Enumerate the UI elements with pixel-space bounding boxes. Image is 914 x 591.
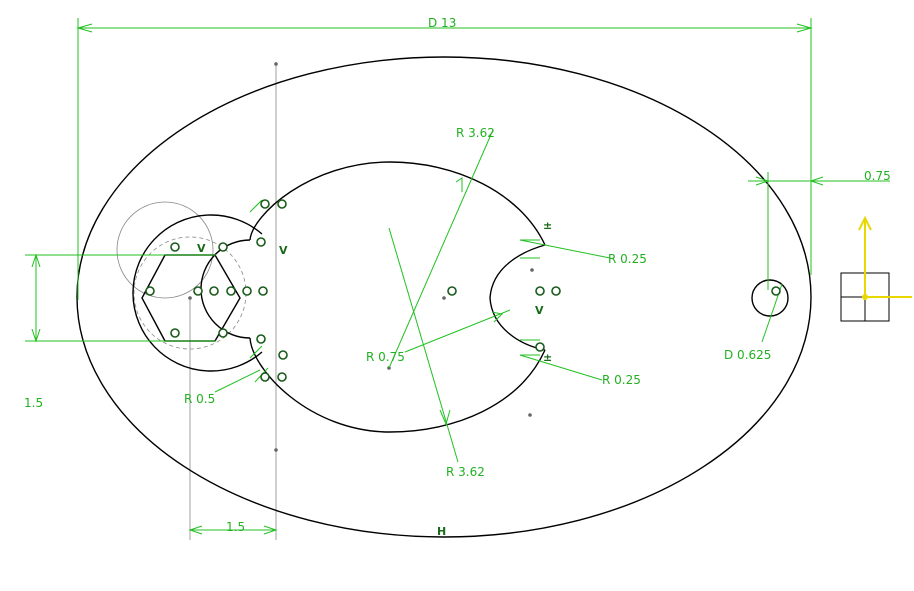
left-boss-profile[interactable] — [132, 214, 263, 372]
dim-overall-width[interactable]: D 13 — [428, 16, 456, 30]
dim-big-radius-bottom[interactable]: R 3.62 — [446, 465, 485, 479]
center-point — [530, 268, 534, 272]
outer-ellipse-profile[interactable] — [76, 56, 812, 538]
center-point — [188, 296, 192, 300]
fix-constraint: ± — [543, 351, 552, 364]
sketch-point[interactable] — [145, 286, 155, 296]
dim-notch-radius-top[interactable]: R 0.25 — [608, 252, 647, 266]
horizontal-constraint: H — [437, 525, 446, 538]
dim-bottom-offset[interactable]: 1.5 — [226, 520, 245, 534]
vertical-constraint: V — [279, 244, 288, 257]
sketch-point[interactable] — [277, 199, 287, 209]
constraint-symbols: H V V V ± ± — [197, 219, 552, 538]
dimension-lines — [25, 18, 890, 535]
dimension-labels: D 13 0.75 D 0.625 R 3.62 R 3.62 R 0.25 R… — [24, 16, 891, 534]
dim-notch-radius-bottom[interactable]: R 0.25 — [602, 373, 641, 387]
sketch-point[interactable] — [218, 328, 228, 338]
sketch-point[interactable] — [209, 286, 219, 296]
sketch-point[interactable] — [278, 350, 288, 360]
inner-notch-arc[interactable] — [489, 244, 546, 351]
compass-axis-icon[interactable] — [840, 215, 912, 322]
construction-circle — [116, 201, 214, 299]
sketch-point[interactable] — [256, 237, 266, 247]
sketch-point[interactable] — [258, 286, 268, 296]
dim-small-radius[interactable]: R 0.5 — [184, 392, 215, 406]
fix-constraint: ± — [543, 219, 552, 232]
sketch-point[interactable] — [535, 286, 545, 296]
sketch-point[interactable] — [218, 242, 228, 252]
sketch-point[interactable] — [226, 286, 236, 296]
construction-geometry — [116, 62, 534, 540]
vertical-constraint: V — [535, 304, 544, 317]
dim-inner-arc-radius[interactable]: R 0.75 — [366, 350, 405, 364]
sketch-point[interactable] — [447, 286, 457, 296]
construction-point — [274, 62, 278, 66]
sketch-point[interactable] — [260, 199, 270, 209]
sketch-point[interactable] — [260, 372, 270, 382]
sketch-points[interactable] — [145, 199, 781, 382]
sketch-point[interactable] — [535, 342, 545, 352]
sketch-point[interactable] — [277, 372, 287, 382]
dim-left-height[interactable]: 1.5 — [24, 396, 43, 410]
sketch-point[interactable] — [771, 286, 781, 296]
center-point — [528, 413, 532, 417]
sketch-point[interactable] — [242, 286, 252, 296]
construction-point — [274, 448, 278, 452]
dim-big-radius-top[interactable]: R 3.62 — [456, 126, 495, 140]
sketch-point[interactable] — [256, 334, 266, 344]
sketch-point[interactable] — [551, 286, 561, 296]
sketch-point[interactable] — [193, 286, 203, 296]
center-point — [442, 296, 446, 300]
inner-upper-arc[interactable] — [249, 161, 546, 246]
dim-right-offset[interactable]: 0.75 — [864, 169, 891, 183]
dim-hole-diameter[interactable]: D 0.625 — [724, 348, 771, 362]
sketch-point[interactable] — [170, 328, 180, 338]
right-hole-circle[interactable] — [751, 279, 789, 317]
sketch-point[interactable] — [170, 242, 180, 252]
vertical-constraint: V — [197, 242, 206, 255]
